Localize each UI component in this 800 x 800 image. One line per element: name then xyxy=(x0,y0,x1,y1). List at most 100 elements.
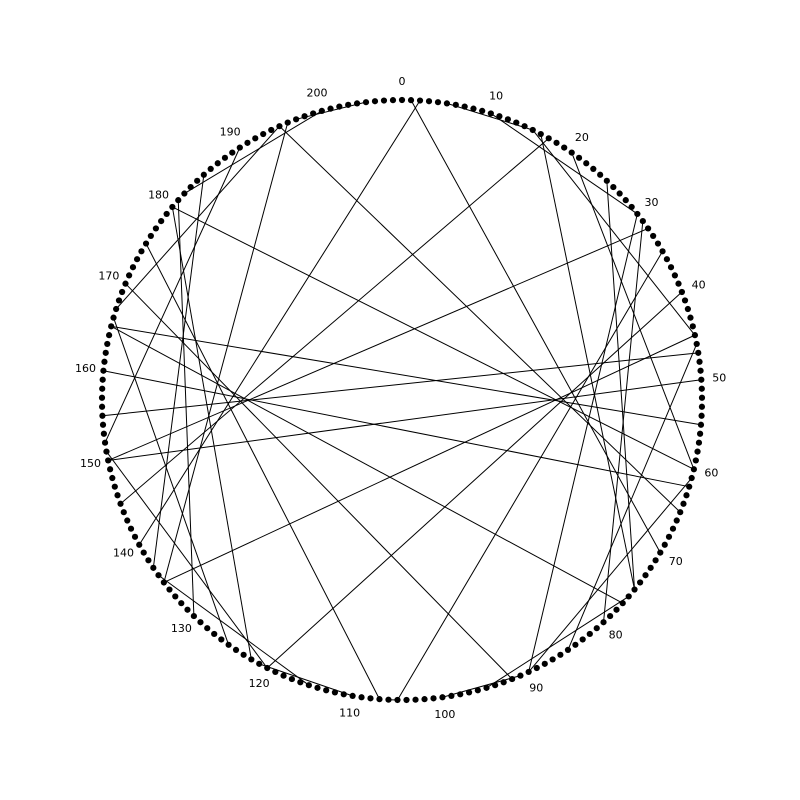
point-185 xyxy=(200,171,207,178)
point-131 xyxy=(184,606,191,613)
point-103 xyxy=(412,696,419,703)
point-93 xyxy=(500,679,507,686)
chord-160 xyxy=(103,370,690,488)
chord-180 xyxy=(171,206,252,660)
chord-20 xyxy=(571,152,695,470)
point-13 xyxy=(513,119,520,126)
point-82 xyxy=(586,630,593,638)
point-190 xyxy=(236,144,243,151)
point-39 xyxy=(675,280,682,287)
point-5 xyxy=(443,100,451,107)
point-156 xyxy=(98,403,106,410)
label-60: 60 xyxy=(704,466,718,479)
point-7 xyxy=(461,103,468,110)
point-94 xyxy=(492,682,499,689)
point-110 xyxy=(349,692,356,700)
chord-100 xyxy=(442,675,521,698)
point-203 xyxy=(345,101,352,108)
point-54 xyxy=(698,412,705,419)
point-88 xyxy=(541,660,548,667)
point-115 xyxy=(305,682,312,689)
point-31 xyxy=(639,218,646,225)
point-134 xyxy=(166,586,173,593)
point-90 xyxy=(525,668,532,676)
point-107 xyxy=(376,696,383,703)
point-63 xyxy=(683,492,690,499)
point-149 xyxy=(107,466,114,473)
point-205 xyxy=(362,99,370,106)
point-155 xyxy=(99,412,106,419)
chord-80 xyxy=(603,221,644,623)
point-122 xyxy=(248,656,255,663)
chord-65 xyxy=(279,125,681,513)
point-49 xyxy=(697,367,704,374)
label-160: 160 xyxy=(75,362,96,375)
point-4 xyxy=(434,99,442,106)
point-25 xyxy=(603,177,610,184)
point-197 xyxy=(293,116,300,123)
chord-90 xyxy=(528,477,693,673)
point-157 xyxy=(98,394,106,401)
point-186 xyxy=(207,165,214,172)
label-80: 80 xyxy=(609,629,623,642)
point-125 xyxy=(225,641,232,648)
point-171 xyxy=(126,272,133,279)
chord-40 xyxy=(266,291,683,669)
point-198 xyxy=(301,113,308,120)
point-163 xyxy=(104,340,111,348)
point-67 xyxy=(669,525,677,532)
point-141 xyxy=(131,533,139,540)
point-162 xyxy=(102,349,109,356)
point-119 xyxy=(272,668,279,676)
point-154 xyxy=(99,421,107,428)
point-193 xyxy=(260,130,267,138)
point-32 xyxy=(645,225,652,232)
point-114 xyxy=(314,684,321,691)
label-140: 140 xyxy=(113,546,134,559)
chord-35 xyxy=(397,251,663,701)
point-111 xyxy=(340,691,347,698)
point-100 xyxy=(439,694,446,701)
label-20: 20 xyxy=(575,131,589,144)
point-2 xyxy=(416,97,424,104)
chord-140 xyxy=(138,100,421,546)
point-37 xyxy=(667,264,675,271)
point-194 xyxy=(268,126,275,134)
point-195 xyxy=(276,123,283,130)
point-180 xyxy=(169,203,176,211)
point-55 xyxy=(697,421,705,428)
point-27 xyxy=(616,190,623,197)
point-183 xyxy=(187,183,194,191)
point-127 xyxy=(211,630,218,638)
label-200: 200 xyxy=(307,87,328,100)
point-40 xyxy=(678,288,685,296)
point-66 xyxy=(673,517,680,524)
chord-150 xyxy=(107,227,649,461)
label-170: 170 xyxy=(98,270,119,283)
point-196 xyxy=(284,119,291,126)
point-68 xyxy=(665,533,673,540)
chord-125 xyxy=(113,317,230,645)
point-116 xyxy=(297,679,304,686)
point-133 xyxy=(172,593,179,600)
point-33 xyxy=(650,232,657,240)
chord-115 xyxy=(158,574,310,686)
point-145 xyxy=(117,500,124,507)
point-202 xyxy=(336,103,343,110)
point-123 xyxy=(240,651,247,658)
point-10 xyxy=(487,110,494,117)
point-30 xyxy=(634,210,641,218)
point-89 xyxy=(533,664,540,672)
point-18 xyxy=(553,139,560,146)
point-69 xyxy=(661,541,668,548)
chord-30 xyxy=(528,213,638,673)
chord-50 xyxy=(108,379,702,461)
label-180: 180 xyxy=(148,188,169,201)
point-22 xyxy=(583,160,590,167)
chord-75 xyxy=(540,133,636,590)
point-95 xyxy=(483,684,490,691)
chord-group xyxy=(102,99,702,701)
point-42 xyxy=(684,305,691,313)
